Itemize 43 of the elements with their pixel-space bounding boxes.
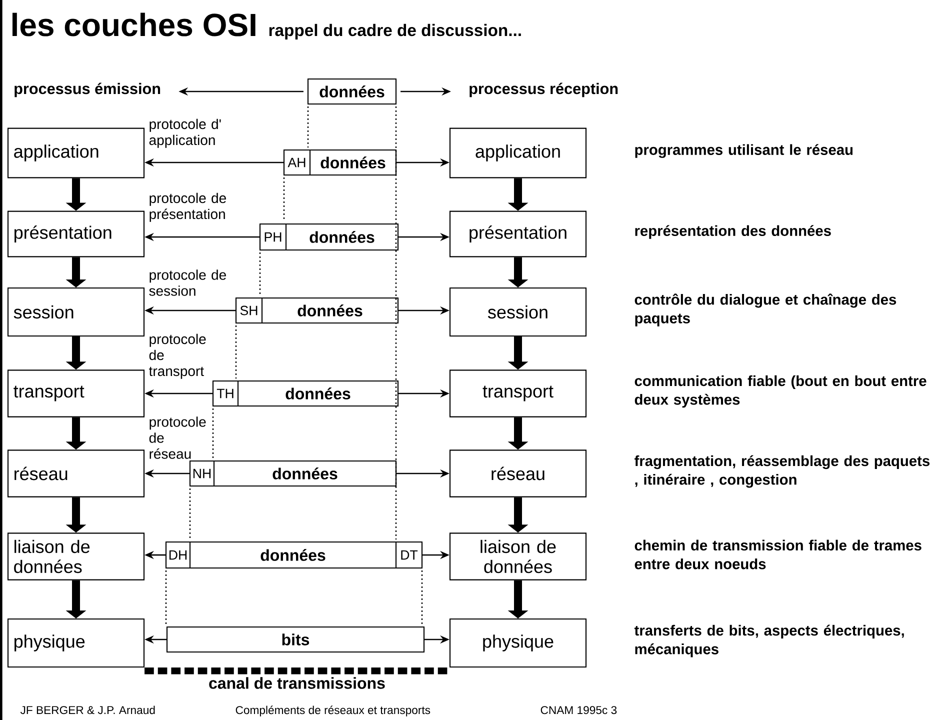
data-unit-box: PH données — [259, 223, 399, 251]
layer-box: session — [7, 287, 145, 337]
layer-box: transport — [7, 370, 145, 418]
footer-text: Compléments de réseaux et transports — [236, 706, 430, 716]
process-label: processus émission — [14, 82, 160, 98]
edge-label: protocole de présentation — [150, 192, 226, 222]
layer-description: fragmentation, réassemblage des paquets , itinéraire , congestion — [634, 455, 930, 488]
data-unit-box: bits — [166, 626, 425, 653]
footer-text: CNAM 1995c 3 — [540, 706, 617, 714]
edge-label: protocole d' application — [149, 118, 221, 148]
edge-label: protocole de réseau — [149, 416, 206, 459]
layer-box: transport — [449, 370, 587, 418]
layer-box: présentation — [449, 210, 587, 258]
layer-box: liaison de données — [449, 532, 587, 580]
transmission-channel-line — [144, 668, 450, 674]
layer-description: programmes utilisant le réseau — [635, 144, 853, 158]
layer-box: application — [449, 128, 587, 178]
subtitle: rappel du cadre de discussion... — [269, 24, 521, 40]
layer-box: présentation — [7, 210, 145, 258]
layer-description: contrôle du dialogue et chaînage des paquets — [634, 294, 896, 326]
data-unit-box: SH données — [235, 297, 399, 324]
edge-label: protocole de transport — [149, 334, 206, 379]
layer-box: réseau — [449, 450, 587, 498]
edge-label: protocole de session — [149, 270, 226, 296]
layer-box: physique — [449, 618, 587, 668]
process-label: processus réception — [470, 82, 618, 98]
data-unit-box: TH données — [212, 380, 399, 407]
footer-text: JF BERGER & J.P. Arnaud — [20, 706, 155, 714]
data-unit-box: NH données — [189, 460, 397, 487]
data-unit-box: AH données — [283, 149, 397, 176]
layer-box: physique — [7, 618, 145, 668]
layer-description: transferts de bits, aspects électriques, mécaniques — [634, 624, 904, 658]
title: les couches OSI — [12, 12, 256, 36]
layer-box: session — [449, 287, 587, 337]
layer-box: réseau — [7, 450, 145, 498]
layer-description: communication fiable (bout en bout entre deux systèmes — [634, 375, 926, 408]
layer-description: chemin de transmission fiable de trames entre deux noeuds — [634, 540, 922, 570]
layer-description: représentation des données — [635, 225, 831, 239]
data-unit-box: données — [307, 78, 397, 105]
edge-label: canal de transmissions — [209, 677, 385, 689]
layer-box: liaison de données — [7, 532, 145, 580]
layer-box: application — [7, 128, 145, 178]
data-unit-box: DH données DT — [165, 541, 423, 569]
